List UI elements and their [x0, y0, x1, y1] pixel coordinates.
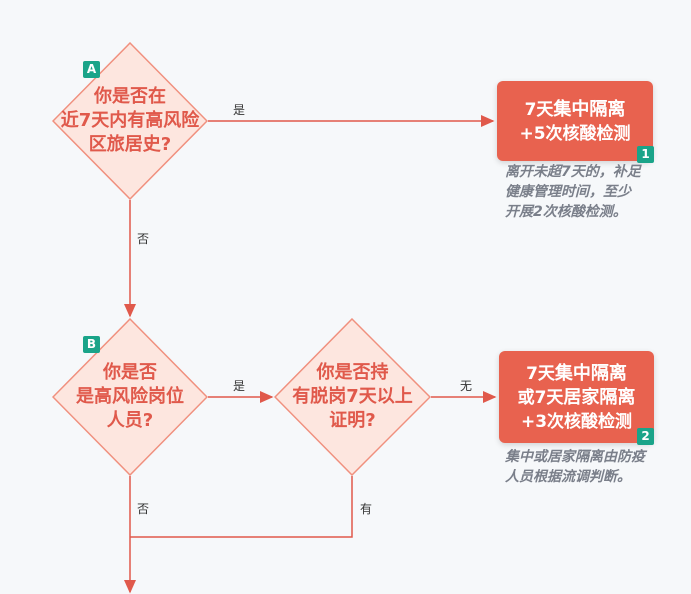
result-2-bold2: 居家隔离: [563, 387, 636, 408]
result-2-prefix2: 或7天: [517, 388, 564, 408]
decision-b: 你是否 是高风险岗位 人员?: [52, 318, 208, 476]
result-2-bold1: 集中隔离: [554, 363, 627, 384]
decision-b-text: 你是否 是高风险岗位 人员?: [76, 362, 184, 431]
badge-a: A: [83, 61, 100, 78]
result-1-prefix: 7天: [524, 100, 554, 120]
result-2-line3: +3次核酸检测: [520, 412, 633, 432]
decision-a-text: 你是否在 近7天内有高风险 区旅居史?: [60, 86, 200, 155]
decision-c-text: 你是否持 有脱岗7天以上 证明?: [292, 362, 413, 431]
label-c-yes: 有: [360, 502, 373, 516]
result-2-prefix1: 7天: [526, 364, 555, 384]
result-1-line1: 7天集中隔离: [497, 98, 653, 122]
decision-a: 你是否在 近7天内有高风险 区旅居史?: [52, 42, 208, 200]
result-1-box: 7天集中隔离 +5次核酸检测: [497, 81, 653, 161]
result-2-box: 7天集中隔离 或7天居家隔离 +3次核酸检测: [499, 351, 654, 443]
label-b-no: 否: [137, 502, 150, 516]
result-2-line2: 或7天居家隔离: [499, 386, 654, 410]
decision-a-shape: [52, 42, 208, 200]
result-1-note: 离开未超7天的，补足 健康管理时间，至少 开展2次核酸检测。: [505, 164, 641, 220]
decision-b-shape: [52, 318, 208, 476]
label-c-no: 无: [460, 379, 473, 393]
result-1-bold: 集中隔离: [553, 99, 626, 120]
decision-c-shape: [274, 318, 431, 476]
result-2-note: 集中或居家隔离由防疫 人员根据流调判断。: [505, 449, 645, 485]
badge-2: 2: [637, 428, 654, 445]
badge-1: 1: [637, 146, 654, 163]
label-b-yes: 是: [233, 379, 246, 393]
result-1-line2: +5次核酸检测: [519, 124, 631, 144]
label-a-yes: 是: [233, 103, 246, 117]
edge-c-yes: [130, 476, 353, 538]
decision-c: 你是否持 有脱岗7天以上 证明?: [274, 318, 431, 476]
result-2-line1: 7天集中隔离: [499, 362, 654, 386]
badge-b: B: [83, 336, 100, 353]
label-a-no: 否: [137, 232, 150, 246]
